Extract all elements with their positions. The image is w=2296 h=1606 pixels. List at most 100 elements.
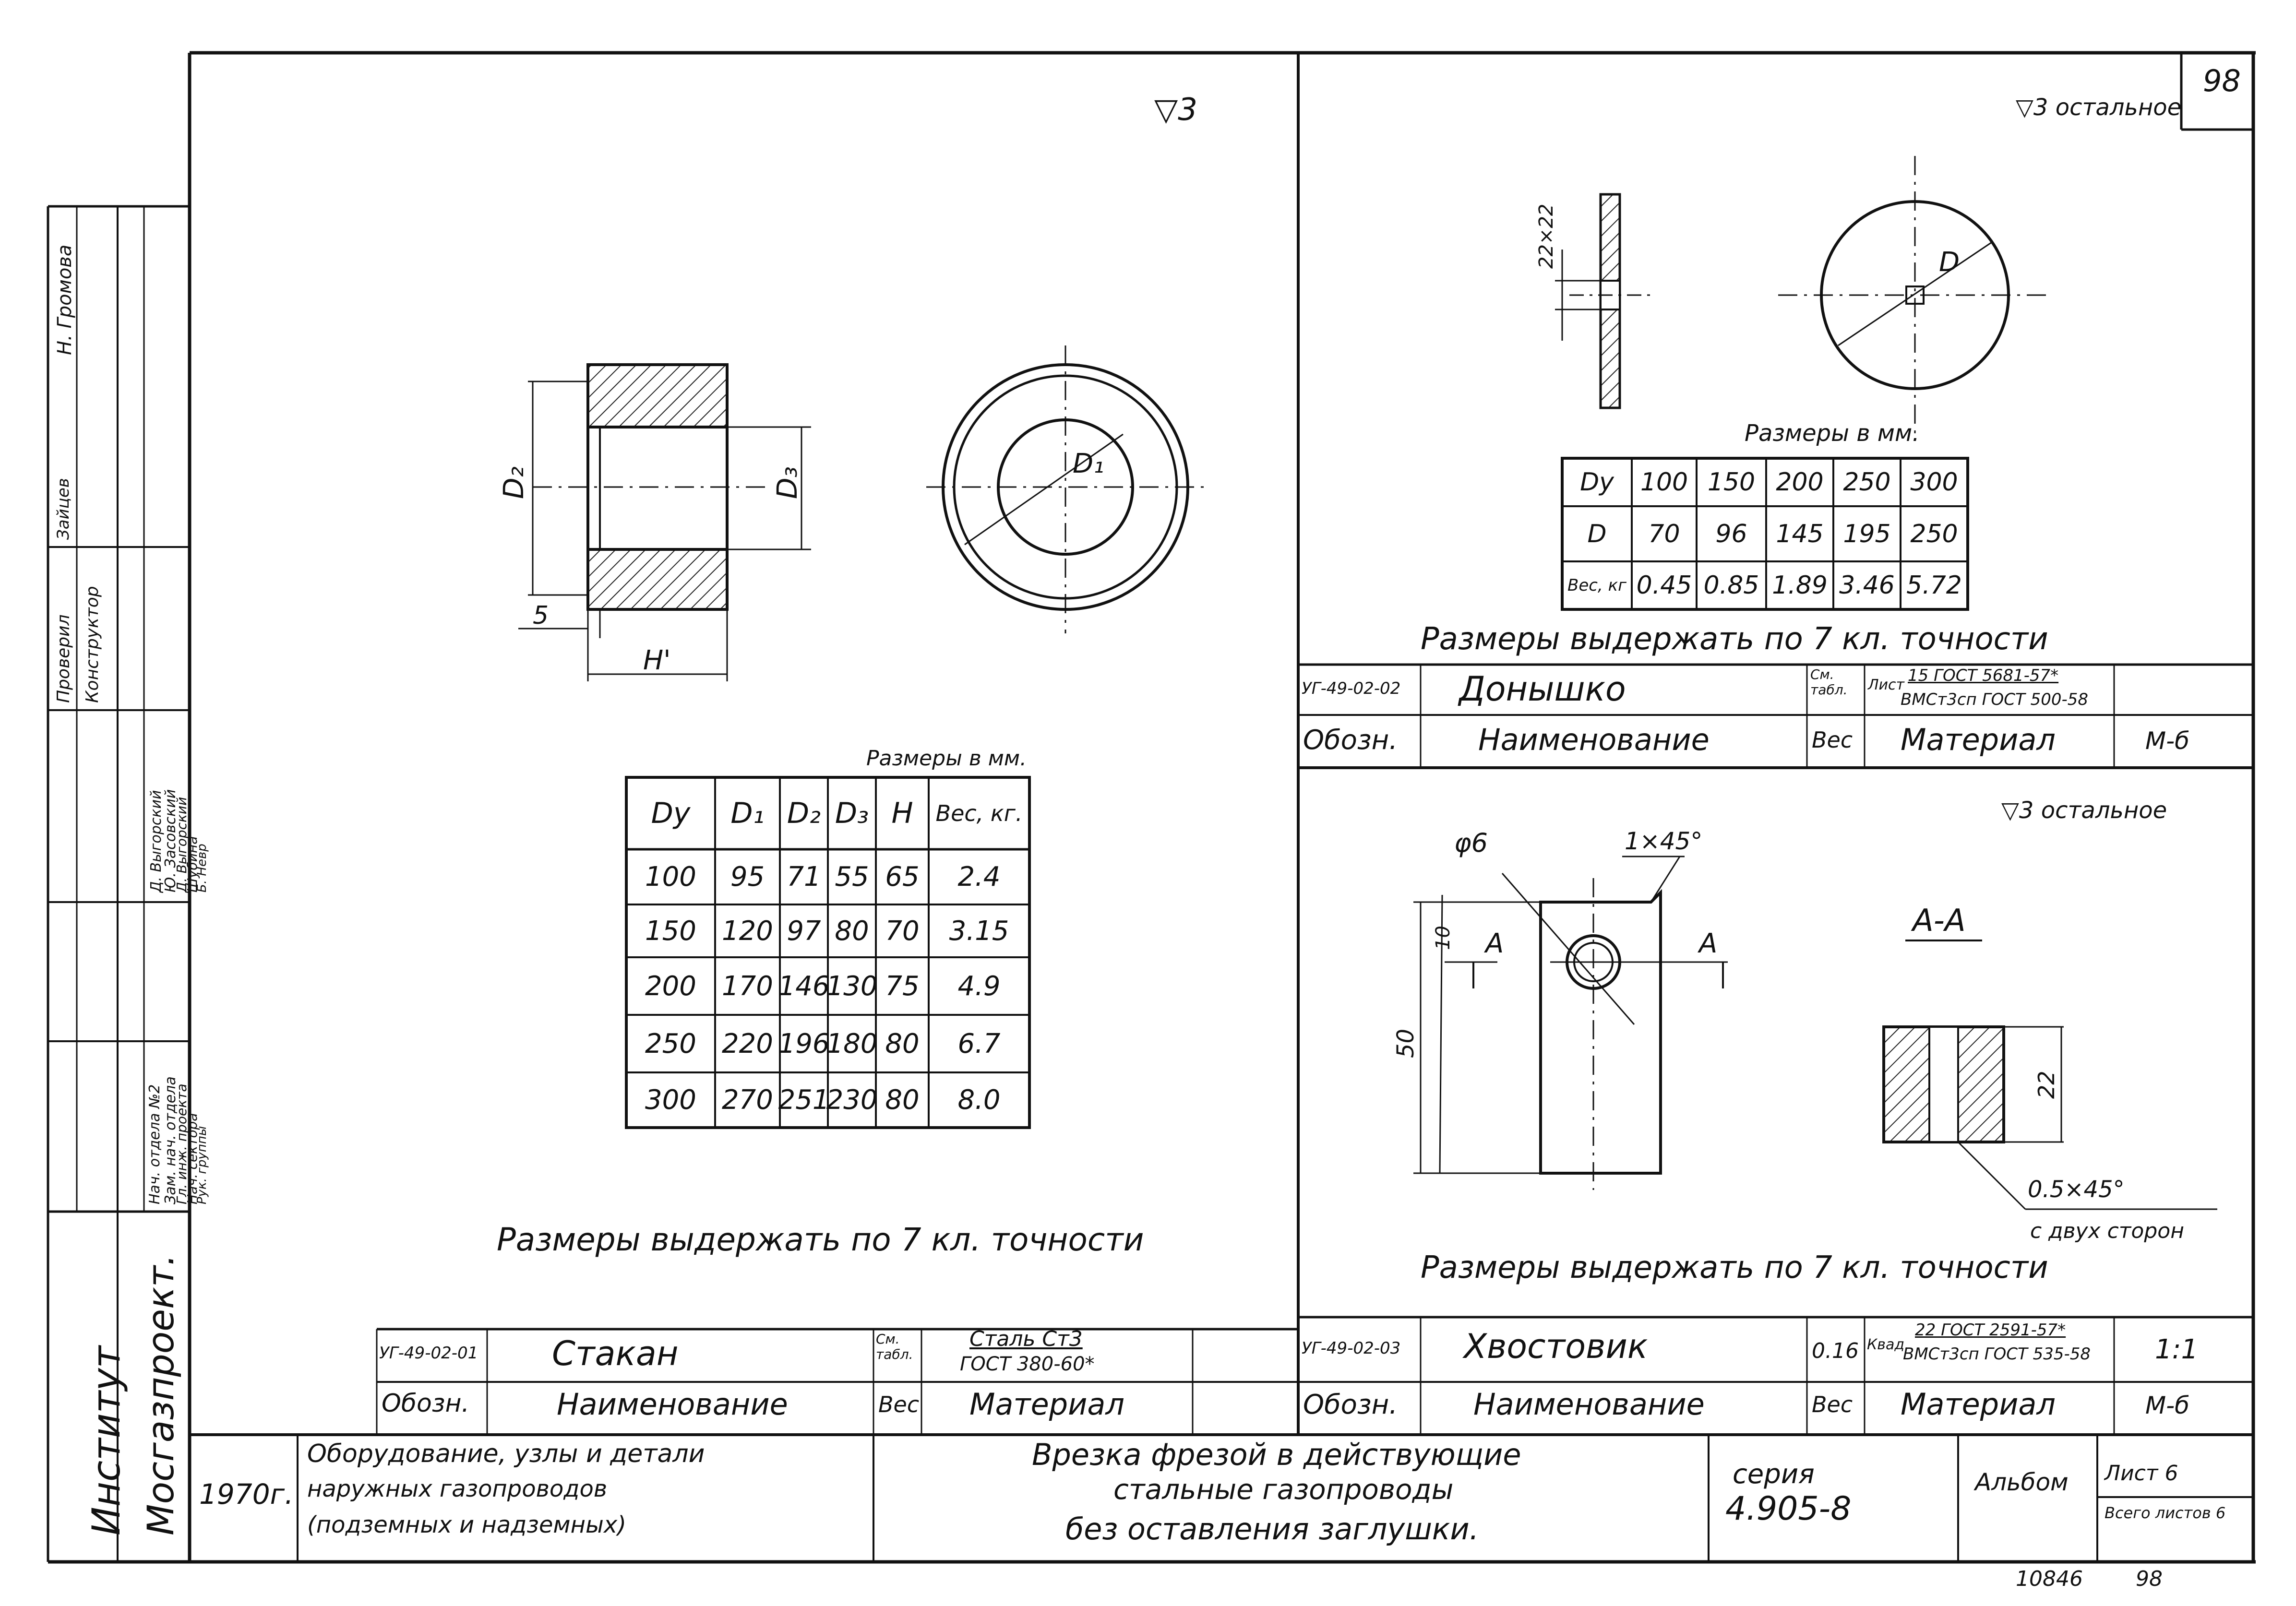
- table-cell: 3.46: [1839, 571, 1895, 600]
- part1-material-label: Материал: [969, 1387, 1125, 1422]
- table-cell: 195: [1843, 519, 1891, 548]
- part1-material-bottom: ГОСТ 380-60*: [960, 1353, 1095, 1375]
- role-1: Нач. отдела №2: [146, 1084, 163, 1204]
- table-cell: 6.7: [957, 1028, 1001, 1059]
- header-weight: Вес, кг.: [935, 800, 1023, 826]
- part2-front-view: [1778, 156, 2052, 434]
- table-cell: 80: [835, 915, 869, 947]
- part2-material-label: Материал: [1901, 722, 2056, 757]
- label-chamfer2-note: с двух сторон: [2030, 1219, 2184, 1243]
- series-value: 4.905-8: [1725, 1490, 1852, 1528]
- table-cell: 70: [885, 915, 920, 947]
- table-cell: 270: [722, 1084, 773, 1116]
- title-line-2: стальные газопроводы: [1113, 1473, 1454, 1506]
- table-cell: 0.85: [1703, 571, 1759, 600]
- label-d2: D₂: [497, 466, 530, 499]
- table-cell: 200: [645, 970, 696, 1002]
- sheet-label: Лист 6: [2105, 1461, 2178, 1486]
- table-cell: 75: [885, 970, 920, 1002]
- part3-accuracy-note: Размеры выдержать по 7 кл. точности: [1421, 1250, 2048, 1285]
- part3-scale-label: М-б: [2145, 1392, 2190, 1419]
- table-cell: 146: [778, 970, 830, 1002]
- album-label: Альбом: [1975, 1468, 2069, 1496]
- header-h: H: [891, 797, 913, 830]
- part2-name: Донышко: [1459, 669, 1626, 709]
- sheets-total: Всего листов 6: [2105, 1504, 2226, 1522]
- table-cell: 70: [1648, 519, 1680, 548]
- part3-name-label: Наименование: [1473, 1387, 1705, 1422]
- label-a-right: A: [1698, 928, 1717, 959]
- table-cell: 250: [645, 1028, 696, 1059]
- part1-weight-ref: См. табл.: [876, 1331, 913, 1362]
- table-cell: 2.4: [957, 861, 1001, 892]
- table-cell: 120: [722, 915, 773, 947]
- part2-material-bottom: ВМСт3сп ГОСТ 500-58: [1901, 690, 2089, 709]
- label-ten: 10: [1432, 926, 1454, 950]
- table-cell: 80: [885, 1028, 920, 1059]
- table-cell: 220: [722, 1028, 773, 1059]
- part3-material-label: Материал: [1901, 1387, 2056, 1422]
- frame-lines: [47, 51, 2256, 1564]
- part2-roughness: ▽3 остальное: [2016, 94, 2181, 121]
- series-label: серия: [1733, 1459, 1815, 1490]
- part2-designation-label: Обозн.: [1303, 725, 1398, 756]
- part3-designation-label: Обозн.: [1303, 1389, 1398, 1420]
- part2-weight-ref: См. табл.: [1810, 666, 1848, 698]
- table-cell: 230: [826, 1084, 878, 1116]
- part3-name: Хвостовик: [1464, 1327, 1648, 1366]
- label-d: D: [1939, 247, 1960, 278]
- part2-table-caption: Размеры в мм.: [1745, 420, 1920, 447]
- year: 1970г.: [199, 1478, 294, 1511]
- table-cell: 96: [1715, 519, 1747, 548]
- sheet-number: 98: [2203, 63, 2241, 98]
- part3-material-top: 22 ГОСТ 2591-57*: [1915, 1320, 2066, 1340]
- header-d1: D₁: [730, 797, 765, 830]
- checked-name: Зайцев: [54, 478, 73, 540]
- part1-code: УГ-49-02-01: [379, 1344, 478, 1363]
- part1-table-caption: Размеры в мм.: [866, 746, 1027, 771]
- role-5: Рук. группы: [195, 1126, 209, 1204]
- table-cell: Вес, кг: [1567, 576, 1626, 595]
- institute-label: Институт: [84, 1345, 129, 1535]
- stamp-number: 10846: [2016, 1567, 2083, 1591]
- table-cell: 170: [722, 970, 773, 1002]
- constructor-label: Конструктор: [83, 586, 102, 703]
- part2-weight-label: Вес: [1812, 727, 1853, 753]
- part3-front-view: [1413, 856, 1728, 1190]
- label-five: 5: [533, 601, 549, 630]
- part3-roughness: ▽3 остальное: [2001, 797, 2167, 824]
- table-cell: 180: [826, 1028, 878, 1059]
- header-dy: Dy: [651, 797, 691, 830]
- table-cell: 150: [645, 915, 696, 947]
- part1-weight-label: Вес: [878, 1392, 920, 1417]
- part2-name-label: Наименование: [1478, 722, 1710, 757]
- part2-material-prefix: Лист: [1868, 677, 1905, 693]
- table-cell: 1.89: [1772, 571, 1828, 600]
- part2-table-grid: [1561, 457, 1969, 611]
- table-cell: D: [1587, 519, 1607, 548]
- part1-name: Стакан: [552, 1334, 679, 1373]
- table-cell: 250: [1843, 468, 1891, 497]
- table-cell: 145: [1776, 519, 1824, 548]
- table-cell: 100: [1640, 468, 1688, 497]
- label-d3: D₃: [771, 466, 803, 499]
- album-line-3: (подземных и надземных): [307, 1511, 626, 1538]
- table-cell: 100: [645, 861, 696, 892]
- part1-accuracy-note: Размеры выдержать по 7 кл. точности: [497, 1221, 1144, 1258]
- label-section-aa: A-A: [1911, 903, 1966, 939]
- label-fifty: 50: [1392, 1029, 1419, 1058]
- table-cell: 8.0: [957, 1084, 1001, 1116]
- part1-material-top: Сталь Ст3: [969, 1327, 1083, 1351]
- table-cell: 95: [730, 861, 765, 892]
- part3-weight: 0.16: [1812, 1339, 1859, 1363]
- table-cell: 200: [1776, 468, 1824, 497]
